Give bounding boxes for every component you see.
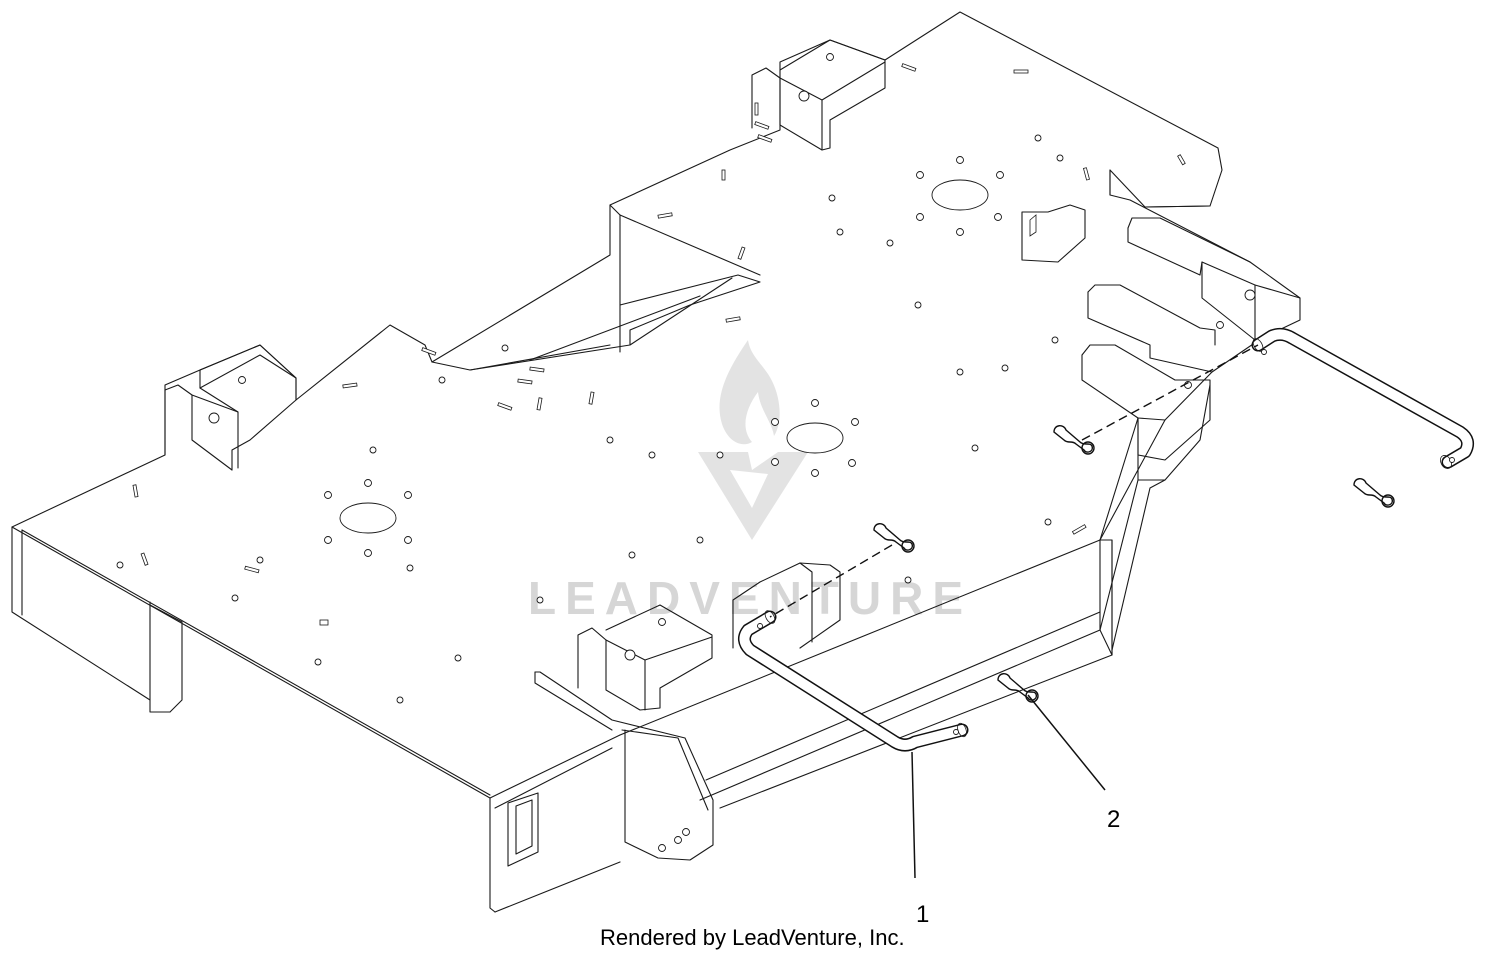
render-credit: Rendered by LeadVenture, Inc. [600, 925, 905, 950]
assembly-lines [769, 344, 1259, 618]
watermark-logo-icon [698, 340, 808, 540]
hairpin-clip-4-icon [997, 673, 1039, 703]
hairpin-clip-2-icon [1053, 425, 1095, 455]
watermark-text: LEADVENTURE [528, 572, 972, 624]
bolt-holes [116, 134, 1064, 704]
slots [132, 63, 1186, 626]
callout-1: 1 [916, 901, 929, 928]
anti-scalp-rod-front [738, 610, 969, 752]
hairpin-clips [873, 425, 1395, 703]
watermark: LEADVENTURE [528, 340, 972, 624]
callout-leaders [911, 694, 1106, 879]
mower-deck [11, 11, 1301, 913]
hairpin-clip-3-icon [1353, 478, 1395, 508]
anti-scalp-rod-rear [1251, 327, 1475, 469]
callout-2: 2 [1107, 806, 1120, 833]
hairpin-clip-1-icon [873, 523, 915, 553]
